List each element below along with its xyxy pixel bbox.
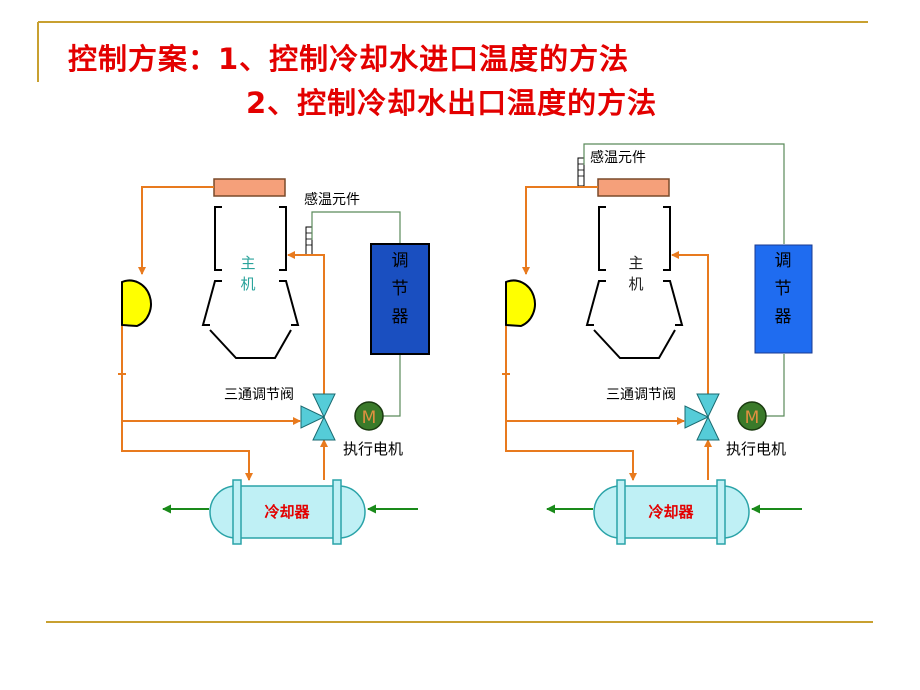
cooler-unit [209,479,366,545]
cooler-unit [593,479,750,545]
header-tank [213,178,286,197]
motor-label: 执行电机 [726,440,786,458]
three-way-valve-icon [300,393,336,441]
regulator-box [754,244,813,354]
cooling-pump-icon [505,279,536,328]
diagram-outlet-control: 主 机 感温元件 调 节 器 [502,143,813,545]
motor-symbol: M [362,408,377,428]
slide-title-line2: 2、控制冷却水出口温度的方法 [246,86,658,120]
header-tank [597,178,670,197]
engine-label-char1: 主 [240,254,255,272]
sensor-signal-line [311,211,401,244]
valve-label: 三通调节阀 [606,387,676,403]
sensor-label: 感温元件 [590,149,646,166]
cooling-water-pipes [502,186,712,481]
regulator-box [370,243,430,355]
regulator-label-char2: 节 [775,279,792,299]
regulator-label-char1: 调 [775,251,792,271]
motor-icon [354,401,384,431]
sensor-label: 感温元件 [304,191,360,208]
slide-title-line1: 控制方案：1、控制冷却水进口温度的方法 [68,42,630,76]
engine-label-char2: 机 [628,275,643,293]
regulator-label-char2: 节 [392,279,409,299]
control-signal-line [382,355,401,417]
regulator-label-char3: 器 [775,307,792,327]
temperature-sensor-icon [305,226,313,256]
motor-label: 执行电机 [343,440,403,458]
sensor-signal-line [583,143,785,244]
control-signal-line [766,354,785,417]
main-engine [201,206,300,359]
cooler-label: 冷却器 [264,503,310,521]
cooler-label: 冷却器 [648,503,694,521]
temperature-sensor-icon [577,157,585,187]
diagram-inlet-control: 主 机 感温元件 调 节 器 [118,178,430,545]
motor-symbol: M [745,408,760,428]
motor-icon [737,401,767,431]
cooling-water-pipes [118,186,328,481]
engine-label-char2: 机 [240,275,255,293]
valve-label: 三通调节阀 [224,387,294,403]
cooling-pump-icon [121,279,152,328]
regulator-label-char3: 器 [392,307,409,327]
main-engine [585,206,684,359]
regulator-label-char1: 调 [392,251,409,271]
engine-label-char1: 主 [628,254,643,272]
three-way-valve-icon [684,393,720,441]
